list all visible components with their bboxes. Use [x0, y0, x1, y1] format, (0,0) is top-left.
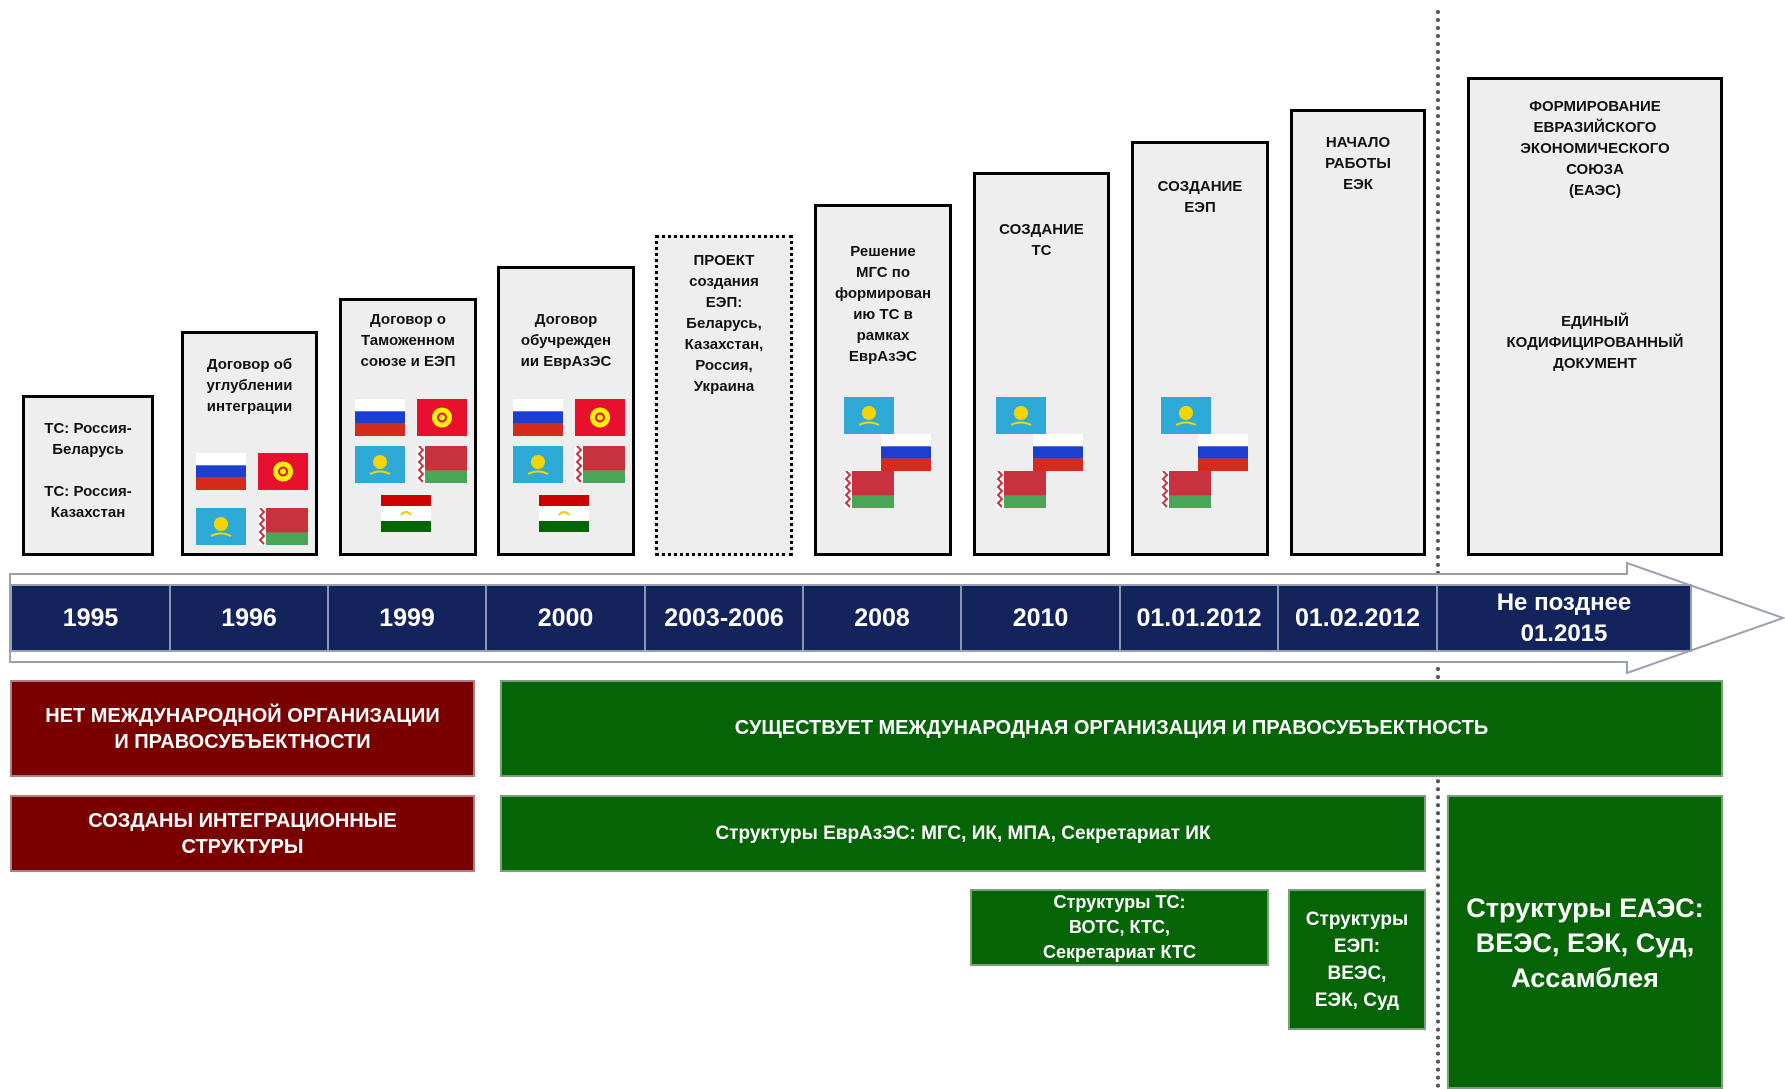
milestone-text: Договор об углублении интеграции — [206, 356, 293, 415]
milestone-box-2003-2006: ПРОЕКТ создания ЕЭП: Беларусь, Казахстан… — [655, 235, 793, 556]
kyrgyzstan-flag-icon — [417, 399, 467, 436]
tajikistan-flag-icon — [539, 495, 589, 532]
milestone-text: СОЗДАНИЕ ТС — [999, 221, 1084, 259]
milestone-text: СОЗДАНИЕ ЕЭП — [1157, 178, 1243, 216]
milestone-box-1999: Договор о Таможенном союзе и ЕЭП — [339, 298, 477, 556]
kazakhstan-flag-icon — [1161, 397, 1211, 434]
russia-flag-icon — [513, 399, 563, 436]
period-divider-line — [1436, 10, 1440, 1089]
milestone-box-01-02-2012: НАЧАЛО РАБОТЫ ЕЭК — [1290, 109, 1426, 556]
band-no-organization: НЕТ МЕЖДУНАРОДНОЙ ОРГАНИЗАЦИИ И ПРАВОСУБ… — [10, 680, 475, 777]
kazakhstan-flag-icon — [996, 397, 1046, 434]
milestone-text: ПРОЕКТ создания ЕЭП: Беларусь, Казахстан… — [684, 252, 764, 395]
russia-flag-icon — [1033, 434, 1083, 471]
kazakhstan-flag-icon — [196, 508, 246, 545]
band-eep-structures: Структуры ЕЭП: ВЕЭС, ЕЭК, Суд — [1288, 889, 1426, 1030]
year-1996: 1996 — [171, 586, 329, 650]
tajikistan-flag-icon — [381, 495, 431, 532]
milestone-box-01-01-2012: СОЗДАНИЕ ЕЭП — [1131, 141, 1269, 556]
kazakhstan-flag-icon — [844, 397, 894, 434]
year-2010: 2010 — [962, 586, 1121, 650]
belarus-flag-icon — [996, 471, 1046, 508]
russia-flag-icon — [1198, 434, 1248, 471]
milestone-text: Решение МГС по формирован ию ТС в рамках… — [834, 243, 932, 365]
year-1995: 1995 — [12, 586, 171, 650]
belarus-flag-icon — [1161, 471, 1211, 508]
timeline-year-bar: 1995 1996 1999 2000 2003-2006 2008 2010 … — [10, 584, 1692, 652]
year-2003-2006: 2003-2006 — [646, 586, 804, 650]
milestone-box-1995: ТС: Россия- Беларусь ТС: Россия- Казахст… — [22, 395, 154, 556]
kyrgyzstan-flag-icon — [258, 453, 308, 490]
kazakhstan-flag-icon — [355, 446, 405, 483]
milestone-box-1996: Договор об углублении интеграции — [181, 331, 318, 556]
band-eaes-structures: Структуры ЕАЭС: ВЕЭС, ЕЭК, Суд, Ассамбле… — [1447, 795, 1723, 1089]
milestone-text: Договор обучрежден ии ЕврАзЭС — [520, 311, 612, 370]
year-1999: 1999 — [329, 586, 487, 650]
year-01-02-2012: 01.02.2012 — [1279, 586, 1438, 650]
year-01-01-2012: 01.01.2012 — [1121, 586, 1279, 650]
kyrgyzstan-flag-icon — [575, 399, 625, 436]
milestone-box-2010: СОЗДАНИЕ ТС — [973, 172, 1110, 556]
band-ts-structures: Структуры ТС: ВОТС, КТС, Секретариат КТС — [970, 889, 1269, 966]
milestone-box-2000: Договор обучрежден ии ЕврАзЭС — [497, 266, 635, 556]
milestone-text: ТС: Россия- Беларусь ТС: Россия- Казахст… — [44, 420, 132, 521]
band-organization-exists: СУЩЕСТВУЕТ МЕЖДУНАРОДНАЯ ОРГАНИЗАЦИЯ И П… — [500, 680, 1723, 777]
milestone-subtext: ЕДИНЫЙ КОДИФИЦИРОВАННЫЙ ДОКУМЕНТ — [1506, 313, 1684, 372]
year-2015: Не позднее 01.2015 — [1496, 589, 1632, 647]
russia-flag-icon — [355, 399, 405, 436]
belarus-flag-icon — [844, 471, 894, 508]
belarus-flag-icon — [575, 446, 625, 483]
belarus-flag-icon — [417, 446, 467, 483]
milestone-box-2008: Решение МГС по формирован ию ТС в рамках… — [814, 204, 952, 556]
band-structures-created: СОЗДАНЫ ИНТЕГРАЦИОННЫЕ СТРУКТУРЫ — [10, 795, 475, 872]
russia-flag-icon — [196, 453, 246, 490]
kazakhstan-flag-icon — [513, 446, 563, 483]
year-2000: 2000 — [487, 586, 646, 650]
year-2008: 2008 — [804, 586, 962, 650]
milestone-text: Договор о Таможенном союзе и ЕЭП — [360, 311, 456, 370]
russia-flag-icon — [881, 434, 931, 471]
milestone-text: ФОРМИРОВАНИЕ ЕВРАЗИЙСКОГО ЭКОНОМИЧЕСКОГО… — [1520, 98, 1670, 199]
milestone-text: НАЧАЛО РАБОТЫ ЕЭК — [1325, 134, 1391, 193]
band-eurasec-structures: Структуры ЕврАзЭС: МГС, ИК, МПА, Секрета… — [500, 795, 1426, 872]
belarus-flag-icon — [258, 508, 308, 545]
milestone-box-2015: ФОРМИРОВАНИЕ ЕВРАЗИЙСКОГО ЭКОНОМИЧЕСКОГО… — [1467, 77, 1723, 556]
